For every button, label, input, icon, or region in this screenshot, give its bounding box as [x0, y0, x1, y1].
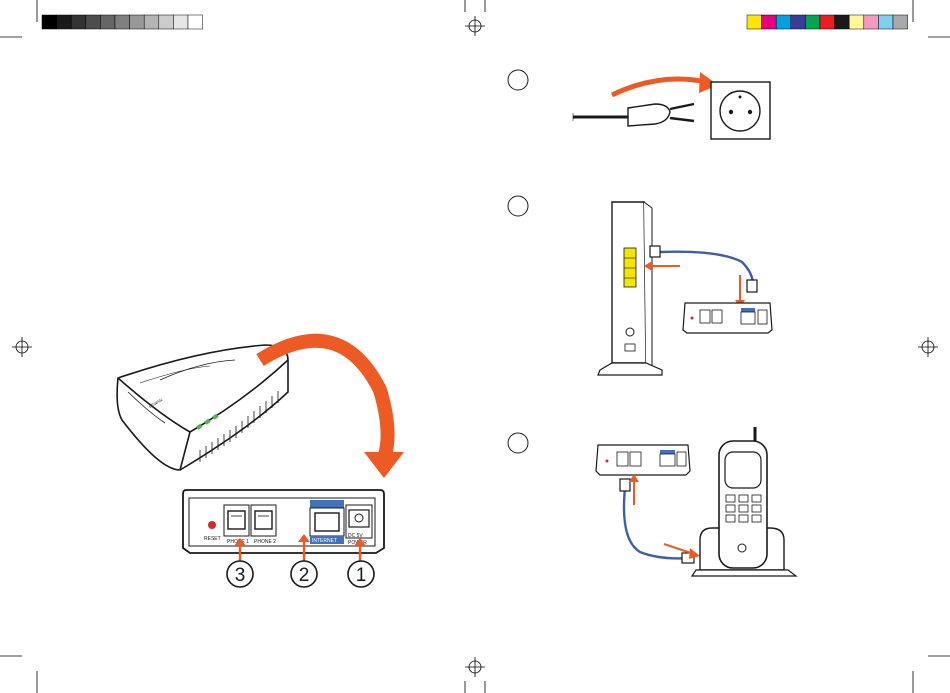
adapter-back-small-icon-2	[596, 445, 690, 475]
callout-1: 1	[348, 561, 374, 587]
phone2-jack-icon	[255, 511, 272, 529]
color-swatch	[893, 15, 908, 29]
svg-text:1: 1	[356, 565, 367, 586]
svg-text:2: 2	[299, 565, 310, 586]
step-1-circle	[508, 70, 528, 90]
gray-swatch	[86, 15, 101, 29]
power-plug-icon	[628, 104, 670, 126]
internet-port-header	[310, 500, 344, 508]
color-swatch	[835, 15, 850, 29]
step-2-illustration	[598, 202, 772, 375]
gray-swatch	[188, 15, 203, 29]
callout-2: 2	[291, 561, 317, 587]
power-voltage: DC 5V	[348, 533, 363, 539]
color-swatch	[776, 15, 791, 29]
phone2-label: PHONE 2	[254, 539, 276, 545]
grayscale-bar	[42, 15, 203, 29]
color-swatch	[878, 15, 893, 29]
yellow-ethernet-ports	[624, 248, 636, 287]
color-swatch	[805, 15, 820, 29]
reset-label: RESET	[204, 536, 221, 542]
callout-3: 3	[227, 561, 253, 587]
gray-swatch	[100, 15, 115, 29]
gray-swatch	[159, 15, 174, 29]
step-1-illustration	[573, 72, 770, 139]
gray-swatch	[57, 15, 72, 29]
gray-swatch	[42, 15, 57, 29]
phone1-jack-icon	[228, 511, 245, 529]
color-bar	[747, 15, 908, 29]
internet-port-icon	[315, 513, 339, 531]
cable-connector-icon	[650, 246, 660, 257]
back-panel: RESET PHONE 1 PHONE 2 INTERNET DC 5V POW…	[183, 490, 384, 553]
step-3-circle	[508, 433, 528, 453]
step-2-circle	[508, 196, 528, 216]
reset-button-icon	[208, 521, 216, 529]
gray-swatch	[130, 15, 145, 29]
color-swatch	[747, 15, 762, 29]
rotate-arrow-head-icon	[364, 452, 404, 478]
registration-target-icon	[12, 16, 938, 677]
internet-label: INTERNET	[312, 538, 337, 544]
gray-swatch	[71, 15, 86, 29]
color-swatch	[849, 15, 864, 29]
svg-text:3: 3	[235, 565, 246, 586]
gray-swatch	[144, 15, 159, 29]
color-swatch	[762, 15, 777, 29]
color-swatch	[791, 15, 806, 29]
color-swatch	[820, 15, 835, 29]
gray-swatch	[173, 15, 188, 29]
gray-swatch	[115, 15, 130, 29]
step-3-illustration	[596, 427, 796, 576]
color-swatch	[864, 15, 879, 29]
